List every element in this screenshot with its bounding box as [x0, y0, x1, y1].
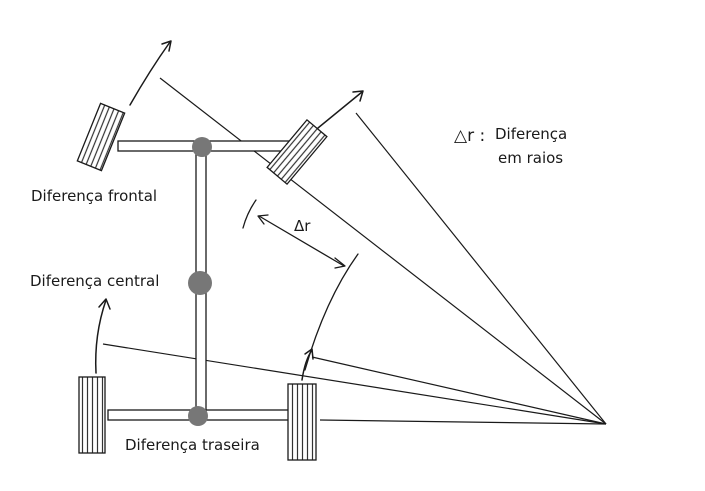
delta-r-arc-inner: [242, 199, 257, 229]
radius-line-front-right: [355, 112, 607, 425]
legend-text-line1: Diferença: [495, 125, 568, 143]
radius-line-axle: [319, 419, 607, 425]
delta-r-arc-outer: [304, 253, 359, 371]
delta-r-arrow-right: [334, 257, 346, 269]
wheel-front-right: [266, 118, 328, 186]
label-delta-r: Δr: [294, 217, 311, 235]
radius-line-rear-right: [311, 356, 607, 425]
path-arc-front-right: [317, 91, 363, 129]
wheel-front-left: [76, 102, 126, 172]
radius-line-front-left: [159, 77, 607, 425]
wheel-rear-right: [287, 383, 317, 461]
arrowhead-front-right: [352, 90, 364, 102]
path-arc-rear-left: [94, 299, 107, 374]
arrowhead-front-left: [161, 40, 172, 52]
legend: △r : Diferença em raios: [454, 123, 614, 171]
legend-symbol: △r :: [454, 126, 486, 146]
delta-r-dimension-line: [258, 215, 345, 267]
rear-differential: [188, 406, 208, 426]
radius-line-rear-left: [102, 343, 607, 425]
arrowhead-rear-left: [98, 298, 111, 310]
wheel-rear-left: [78, 376, 106, 454]
label-rear-differential: Diferença traseira: [125, 436, 260, 454]
front-differential: [192, 137, 212, 157]
delta-r-arrow-left: [257, 214, 269, 225]
wheel-path-arcs: [94, 40, 364, 381]
path-arc-front-left: [129, 41, 171, 106]
delta-r-annotation: [242, 199, 359, 371]
turning-radius-lines: [102, 77, 607, 425]
center-differential: [188, 271, 212, 295]
label-front-differential: Diferença frontal: [31, 187, 158, 205]
legend-text-line2: em raios: [498, 149, 564, 167]
label-center-differential: Diferença central: [30, 272, 160, 290]
